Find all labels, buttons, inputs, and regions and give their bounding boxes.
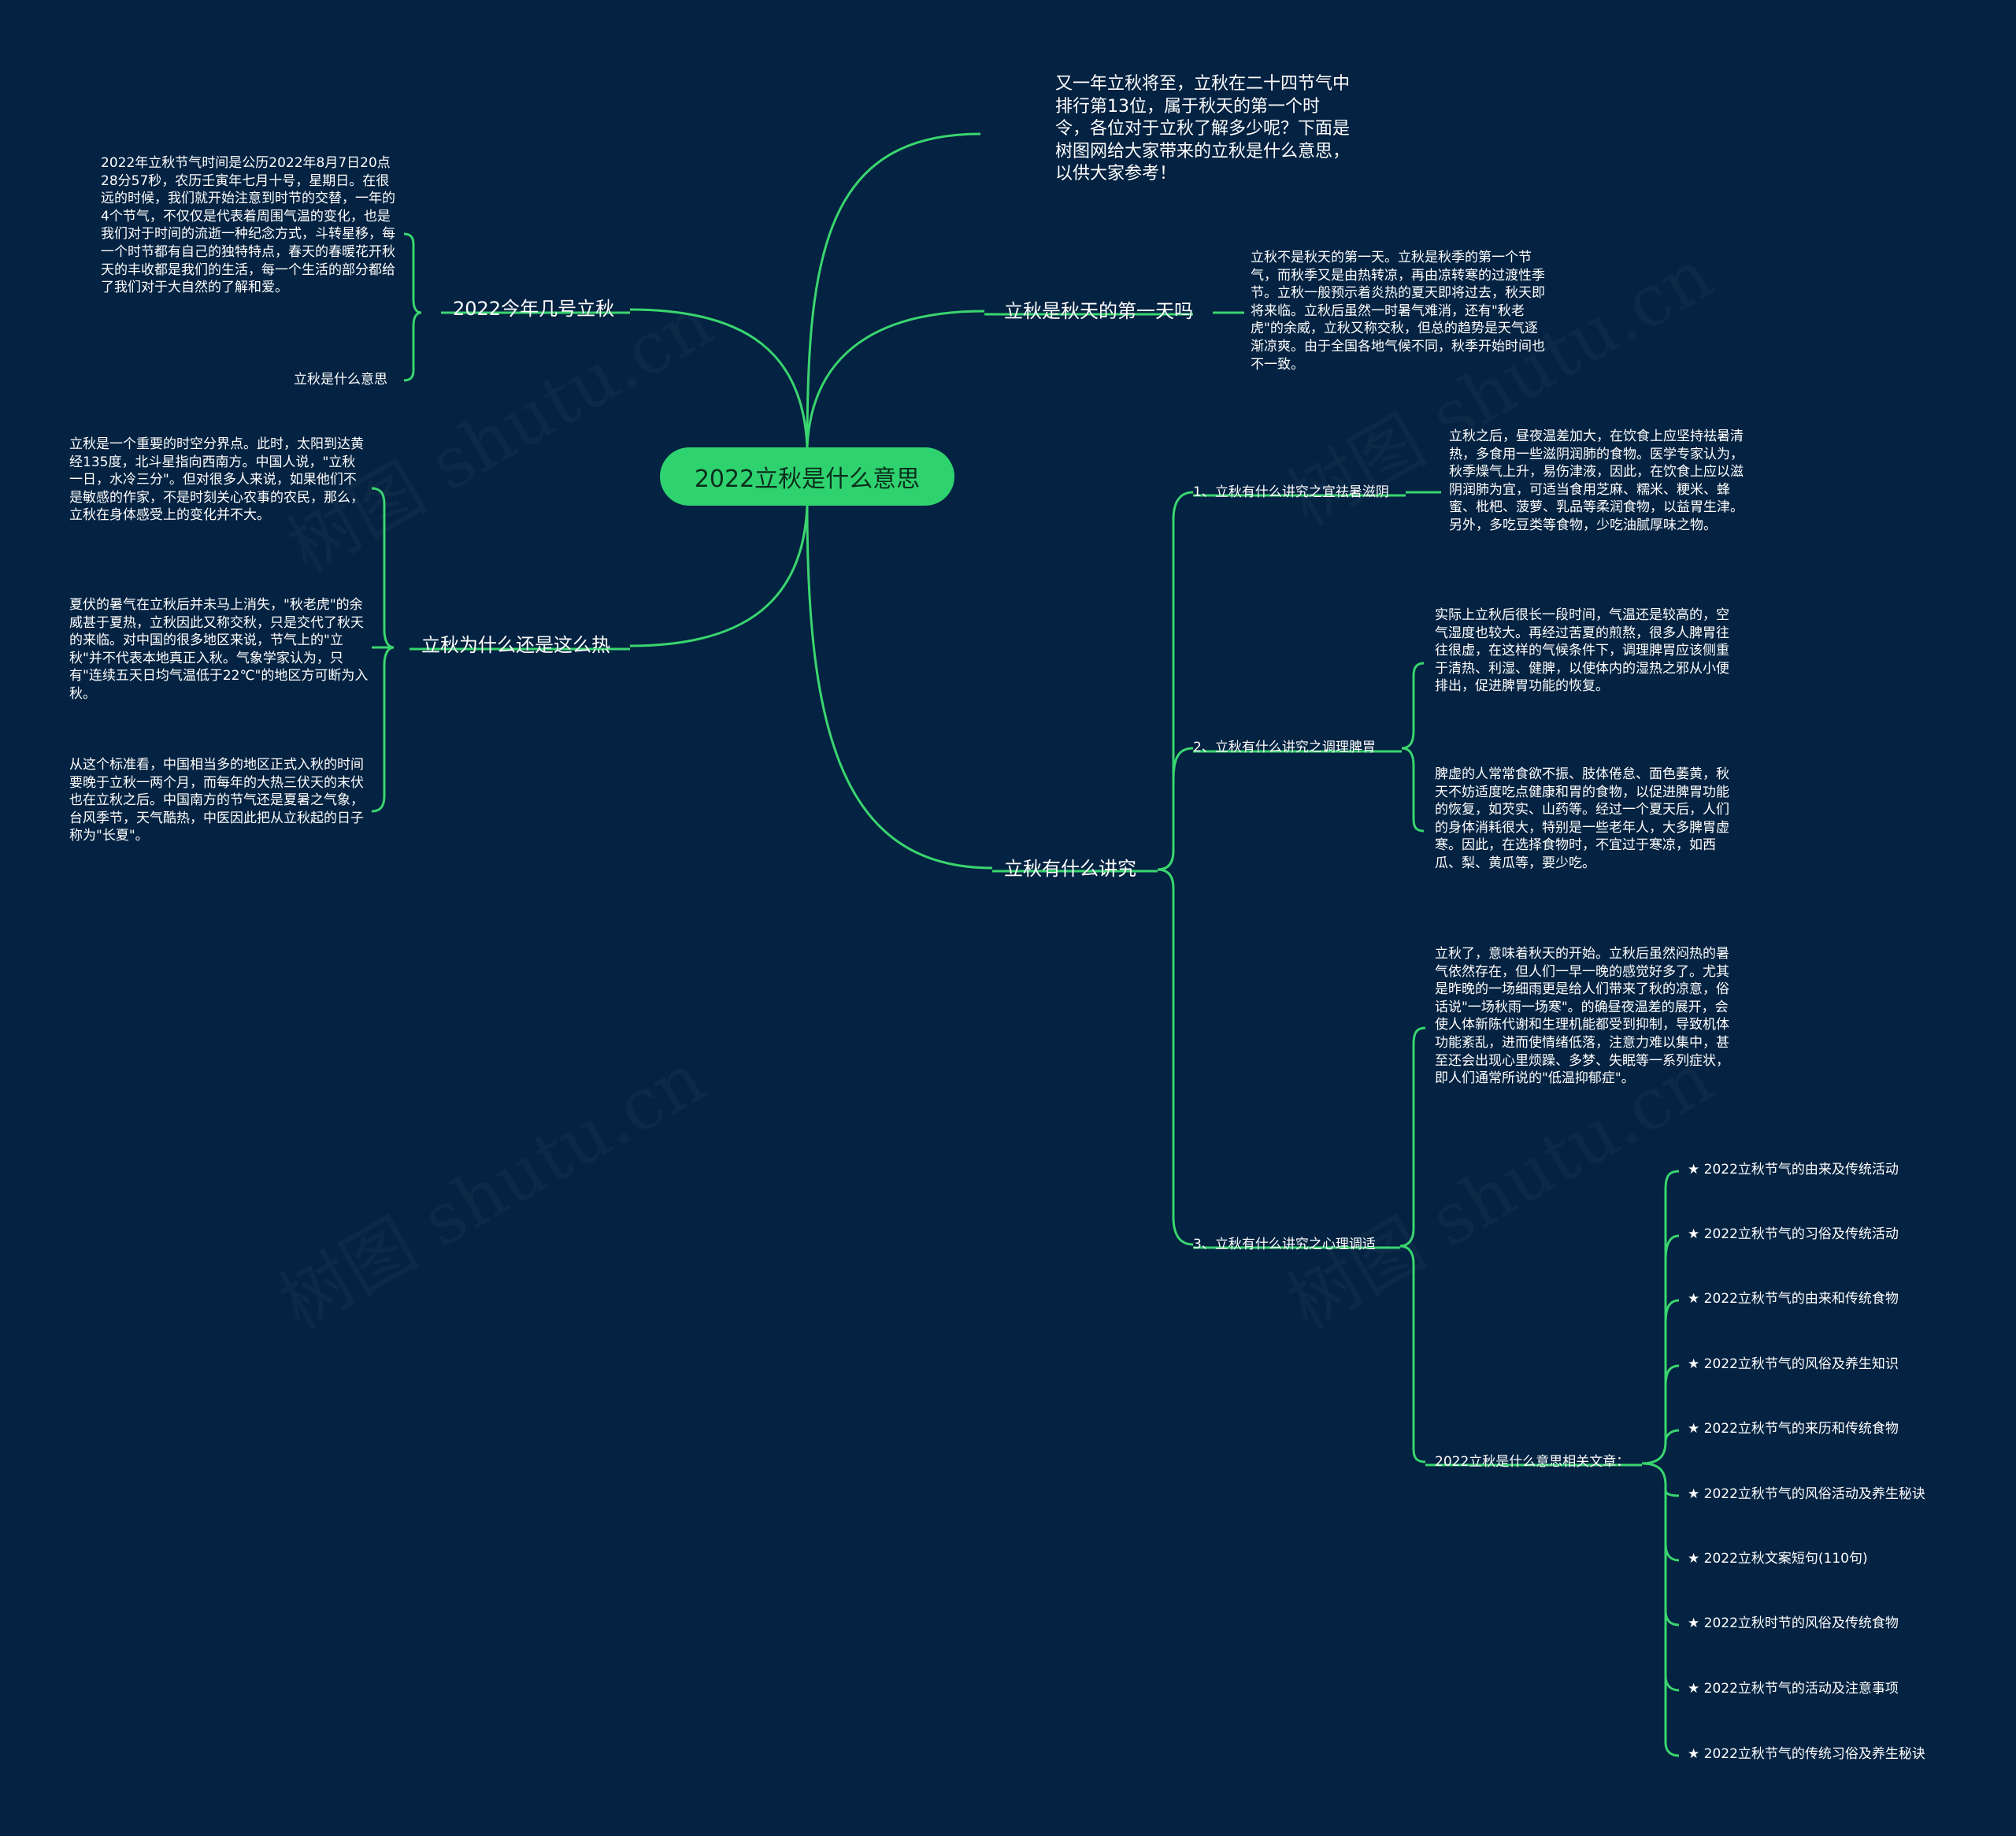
branch-hot[interactable]: 立秋为什么还是这么热 [421,634,610,656]
which-day-text: 2022年立秋节气时间是公历2022年8月7日20点28分57秒，农历壬寅年七月… [101,155,395,296]
bracket-sub3-bottom [1399,1244,1426,1463]
related-link[interactable]: ★ 2022立秋节气的来历和传统食物 [1688,1421,1899,1437]
related-link-3 [1664,1364,1680,1387]
related-link[interactable]: ★ 2022立秋节气的由来及传统活动 [1688,1162,1899,1178]
related-link-1 [1664,1234,1680,1261]
related-link[interactable]: ★ 2022立秋节气的传统习俗及养生秘诀 [1688,1746,1925,1762]
link-intro [806,132,981,448]
bracket-which-day-bottom [403,311,422,382]
first-day-text: 立秋不是秋天的第一天。立秋是秋季的第一个节气，而秋季又是由热转凉，再由凉转寒的过… [1251,250,1545,373]
link-customs [806,505,993,870]
bracket-sub2-top [1401,662,1425,750]
link-first-day [806,310,985,448]
hot-text-2: 夏伏的暑气在立秋后并未马上消失，"秋老虎"的余威甚于夏热，立秋因此又称交秋，只是… [69,597,369,703]
intro-text: 又一年立秋将至，立秋在二十四节气中排行第13位，属于秋天的第一个时令，各位对于立… [1055,74,1351,184]
sub1-text: 立秋之后，昼夜温差加大，在饮食上应坚持祛暑清热，多食用一些滋阴润肺的食物。医学专… [1449,428,1744,534]
branch-customs[interactable]: 立秋有什么讲究 [1004,858,1136,880]
hot-text-3: 从这个标准看，中国相当多的地区正式入秋的时间要晚于立秋一两个月，而每年的大热三伏… [69,757,364,844]
related-link[interactable]: ★ 2022立秋节气的活动及注意事项 [1688,1681,1899,1697]
related-link-4 [1664,1429,1680,1442]
link-which-day [629,308,809,448]
which-day-small-text: 立秋是什么意思 [294,372,387,388]
related-link[interactable]: ★ 2022立秋时节的风俗及传统食物 [1688,1615,1899,1631]
link-sub2 [1172,747,1194,851]
related-link[interactable]: ★ 2022立秋节气的风俗及养生知识 [1688,1356,1899,1372]
link-sub3 [1157,868,1194,1246]
bracket-sub2-bottom [1401,747,1425,833]
related-articles-label: 2022立秋是什么意思相关文章： [1435,1454,1630,1470]
link-hot [629,505,809,647]
related-link[interactable]: ★ 2022立秋文案短句(110句) [1688,1551,1868,1567]
related-link-2 [1664,1299,1680,1324]
related-link[interactable]: ★ 2022立秋节气的习俗及传统活动 [1688,1226,1899,1242]
related-link-9 [1664,1670,1680,1757]
sub-node-1[interactable]: 1、立秋有什么讲究之宜祛暑滋阴 [1193,484,1389,500]
related-link-5 [1641,1462,1680,1497]
root-node[interactable]: 2022立秋是什么意思 [660,447,954,506]
branch-which-day[interactable]: 2022今年几号立秋 [453,298,615,320]
link-sub1 [1157,491,1194,871]
sub-node-3[interactable]: 3、立秋有什么讲究之心理调适 [1193,1237,1376,1252]
sub2-text-2: 脾虚的人常常食欲不振、肢体倦怠、面色萎黄，秋天不妨适度吃点健康和胃的食物，以促进… [1435,766,1729,872]
bracket-sub3-top [1399,1026,1426,1248]
hot-text-1: 立秋是一个重要的时空分界点。此时，太阳到达黄经135度，北斗星指向西南方。中国人… [69,436,364,524]
sub2-text-1: 实际上立秋后很长一段时间，气温还是较高的，空气湿度也较大。再经过苦夏的煎熬，很多… [1435,607,1729,695]
branch-first-day[interactable]: 立秋是秋天的第一天吗 [1004,300,1193,322]
related-link[interactable]: ★ 2022立秋节气的风俗活动及养生秘诀 [1688,1486,1925,1502]
bracket-which-day-top [403,232,422,314]
related-link-0 [1641,1170,1680,1465]
related-link-6 [1664,1489,1680,1562]
related-link[interactable]: ★ 2022立秋节气的由来和传统食物 [1688,1291,1899,1307]
bracket-hot-top [371,487,395,649]
bracket-hot-bottom [371,646,395,813]
sub3-text: 立秋了，意味着秋天的开始。立秋后虽然闷热的暑气依然存在，但人们一早一晚的感觉好多… [1435,946,1729,1087]
sub-node-2[interactable]: 2、立秋有什么讲究之调理脾胃 [1193,740,1376,755]
